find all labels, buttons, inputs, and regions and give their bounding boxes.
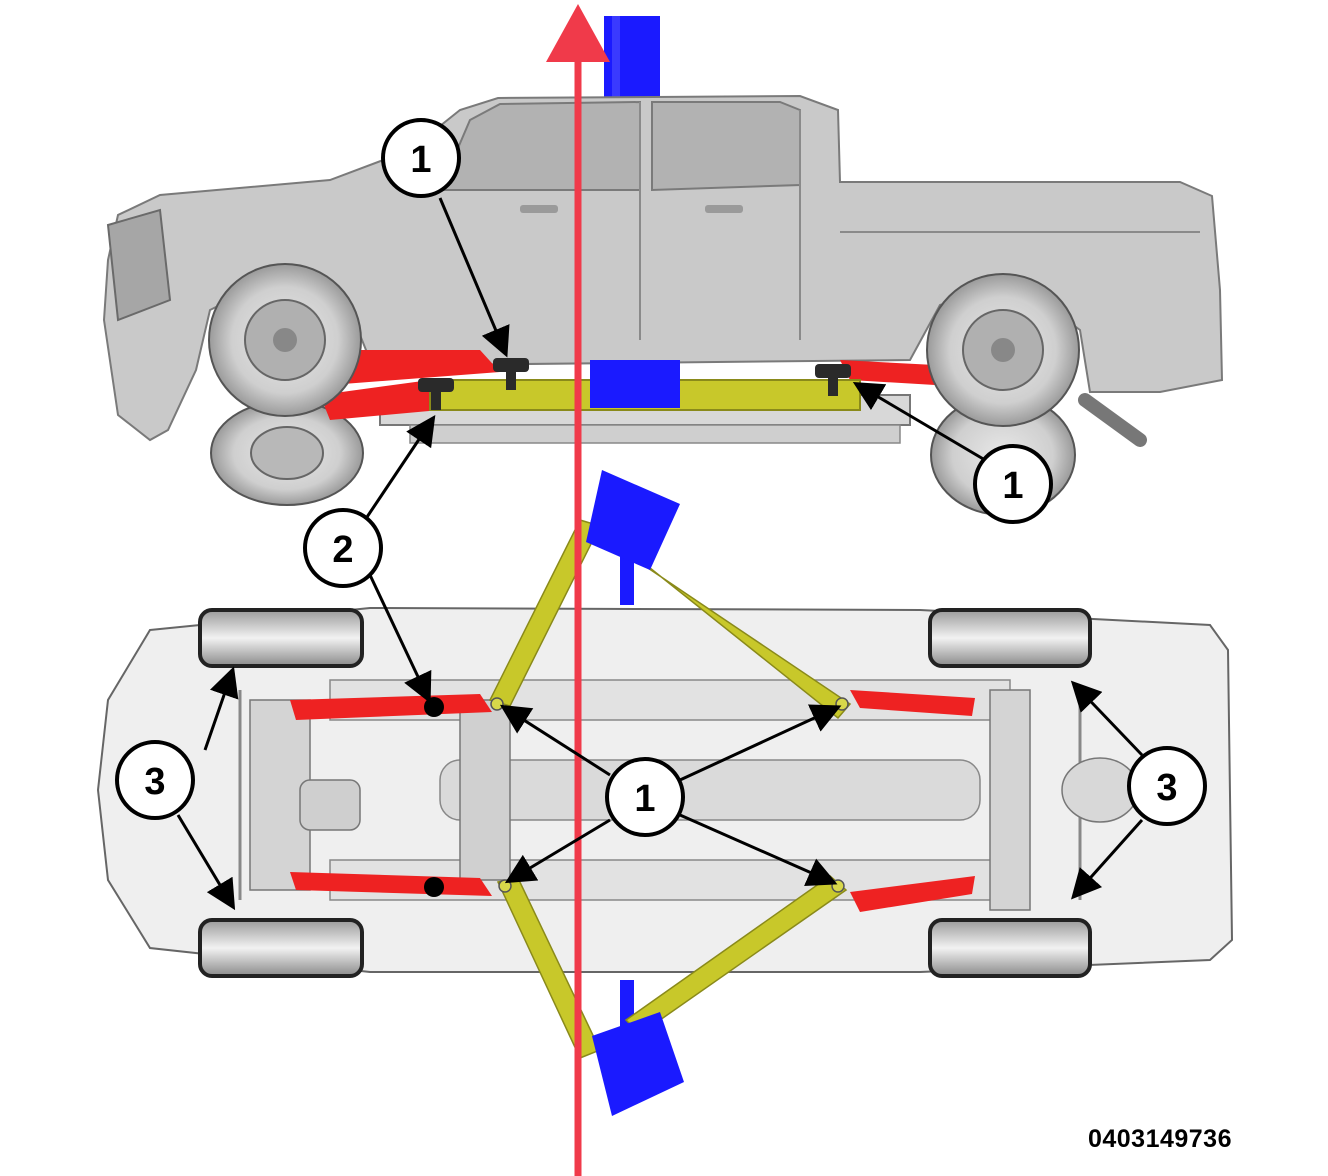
tire-rear-left	[928, 608, 1092, 668]
svg-text:3: 3	[144, 761, 165, 803]
lift-pad-front-b	[418, 378, 454, 410]
tire-front-right	[198, 918, 364, 978]
lift-base-lower	[592, 1012, 684, 1116]
svg-text:1: 1	[634, 778, 655, 820]
pad-point-front-upper	[424, 697, 444, 717]
tire-front-left	[198, 608, 364, 668]
lift-base-upper	[586, 470, 680, 570]
callout-3-left: 3	[115, 740, 195, 820]
callout-3-right: 3	[1127, 746, 1207, 826]
figure-id-label: 0403149736	[1087, 1125, 1232, 1153]
callout-2: 2	[303, 508, 383, 588]
svg-text:1: 1	[1002, 465, 1023, 507]
side-view-truck	[102, 16, 1224, 516]
lift-pad-front-a	[493, 358, 529, 390]
lift-pad-rear	[815, 364, 851, 396]
frame-contact-rear-right	[850, 876, 975, 912]
leader-arrows	[176, 197, 1144, 911]
svg-text:1: 1	[410, 139, 431, 181]
pad-point-front-lower	[424, 877, 444, 897]
tire-rear-right	[928, 918, 1092, 978]
callout-1-center: 1	[605, 757, 685, 837]
callout-1-rear: 1	[973, 444, 1053, 524]
callout-1-top: 1	[381, 118, 461, 198]
svg-text:3: 3	[1156, 767, 1177, 809]
frame-contact-rear-left	[850, 690, 975, 716]
svg-text:2: 2	[332, 529, 353, 571]
vehicle-center-line-arrow	[546, 4, 610, 1176]
